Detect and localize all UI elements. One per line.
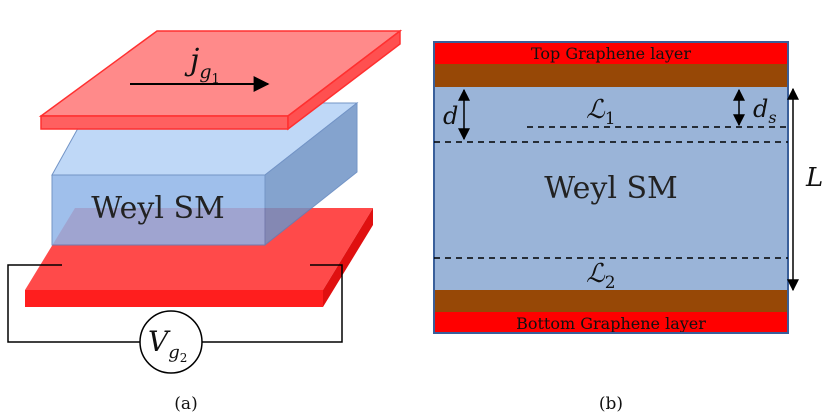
d-dimension-label: d (443, 102, 458, 130)
weyl-region-label: Weyl SM (544, 171, 678, 206)
panel-a: Weyl SM jg1 Vg2 (a) (7, 29, 403, 414)
top-graphene-label: Top Graphene layer (531, 44, 691, 63)
ds-dimension-label: ds (753, 95, 777, 127)
top-spacer-layer (434, 64, 788, 87)
panel-b: Top Graphene layer Bottom Graphene layer… (433, 41, 823, 414)
bottom-graphene-label: Bottom Graphene layer (516, 314, 706, 333)
top-graphene-plate (38, 29, 403, 131)
voltage-label: Vg2 (148, 325, 187, 365)
circuit-wire-right (202, 264, 343, 343)
bottom-plate-side-face (323, 208, 373, 307)
top-graphene-layer (434, 42, 788, 64)
weyl-block-label: Weyl SM (91, 191, 225, 226)
panel-a-caption: (a) (174, 394, 197, 414)
top-plate-front-face (40, 115, 289, 130)
weyl-block-front-face (51, 174, 266, 246)
panel-b-caption: (b) (599, 394, 623, 414)
interface-2-label: ℒ2 (586, 259, 616, 293)
interface-1-label: ℒ1 (586, 95, 616, 129)
bottom-graphene-layer (434, 312, 788, 333)
weyl-region (434, 42, 788, 333)
top-plate-side-face (287, 29, 401, 131)
L-dimension-label: L (805, 163, 823, 193)
voltage-source-circle (139, 310, 203, 374)
bottom-plate-front-face (25, 290, 323, 307)
circuit-wire-left (7, 264, 140, 343)
bottom-spacer-layer (434, 290, 788, 312)
